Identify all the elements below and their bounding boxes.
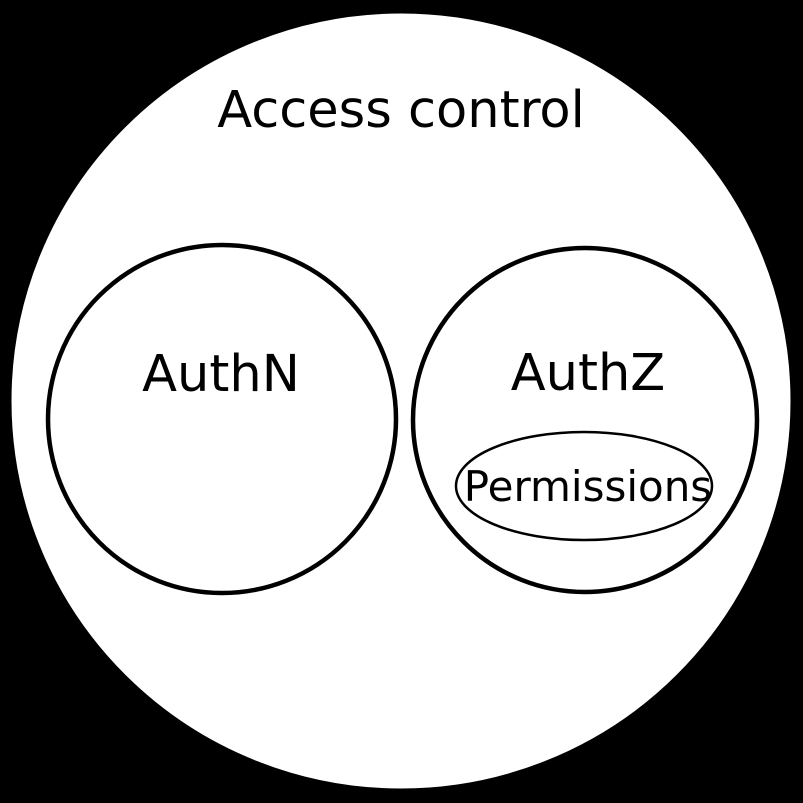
authn-label: AuthN	[142, 345, 300, 404]
authz-label: AuthZ	[511, 344, 665, 403]
permissions-label: Permissions	[464, 462, 712, 511]
permissions-ellipse	[454, 430, 714, 542]
access-control-label: Access control	[217, 81, 585, 140]
authn-circle	[45, 242, 399, 596]
access-control-circle	[8, 10, 794, 792]
